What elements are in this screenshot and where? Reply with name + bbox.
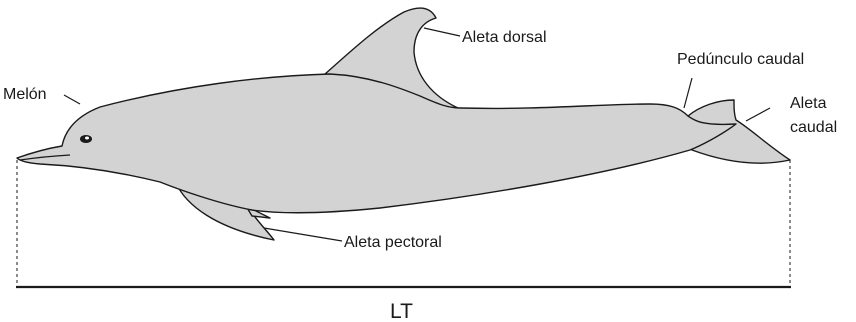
pectoral-fin-label: Aleta pectoral — [344, 234, 442, 251]
caudal-fin-label-line2: caudal — [790, 119, 837, 136]
pectoral-fin-leader — [264, 228, 342, 241]
peduncle-leader — [684, 78, 692, 108]
melon-label: Melón — [3, 86, 47, 103]
dorsal-fin-label: Aleta dorsal — [462, 29, 547, 46]
eye-highlight — [85, 137, 89, 140]
caudal-fin-label-line1: Aleta — [790, 95, 827, 112]
total-length-label: LT — [390, 300, 413, 322]
caudal-fin-leader — [746, 108, 770, 121]
caudal-peduncle-label: Pedúnculo caudal — [677, 51, 804, 68]
melon-leader — [64, 95, 80, 104]
dorsal-fin-leader — [424, 28, 460, 36]
dolphin-body — [17, 74, 736, 213]
